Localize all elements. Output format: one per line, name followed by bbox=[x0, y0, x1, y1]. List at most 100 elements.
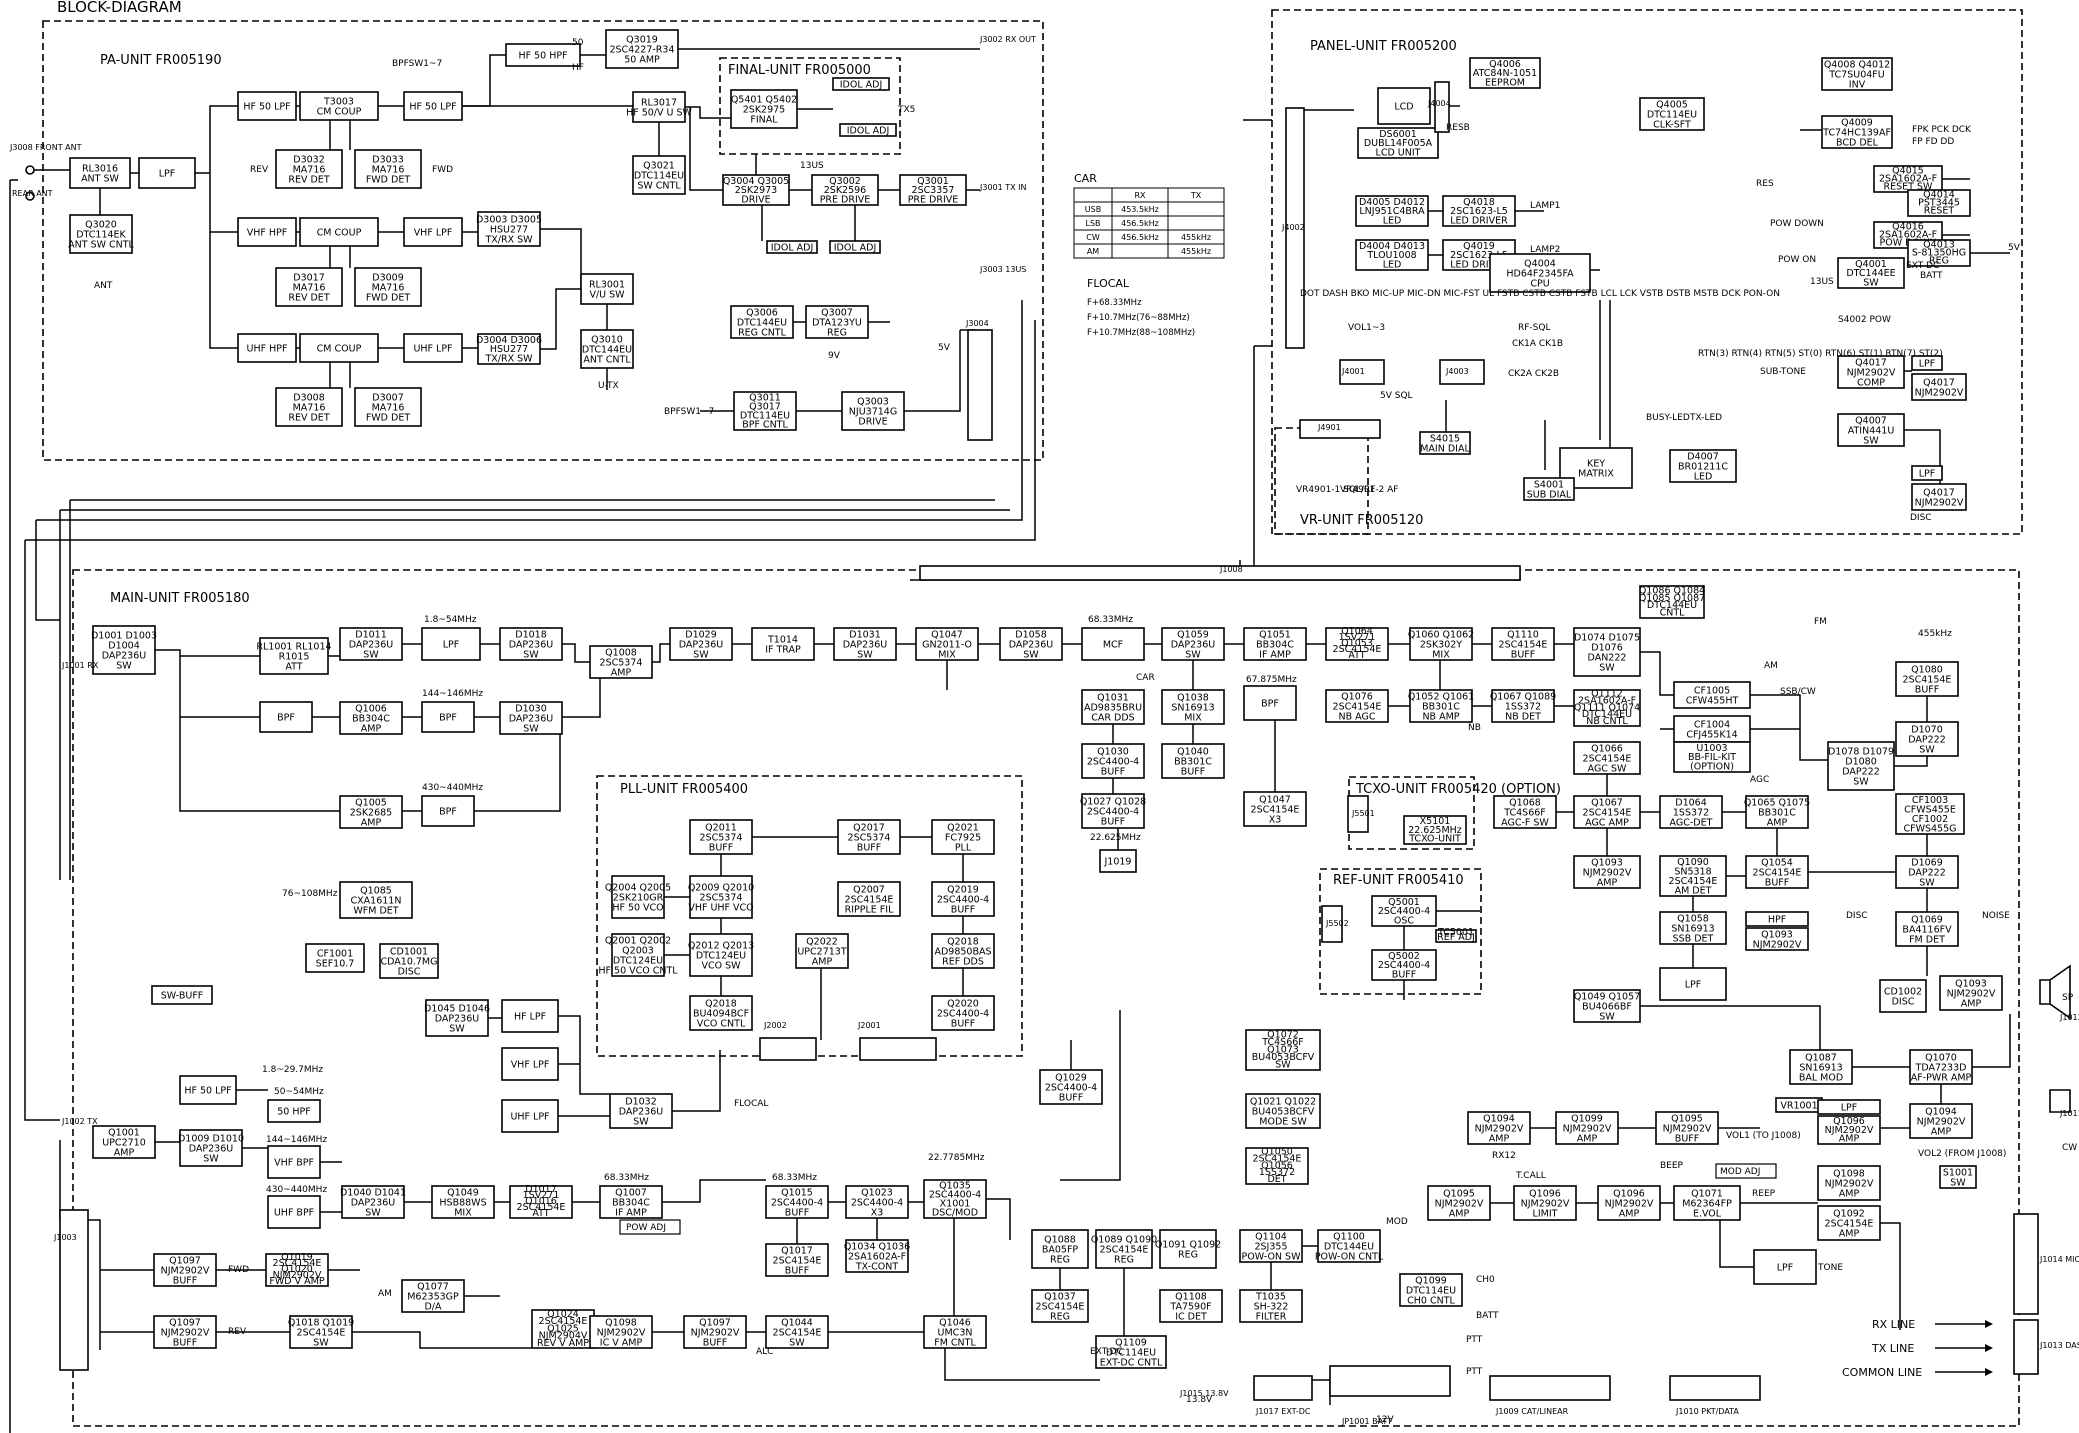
block-text: Q2018 bbox=[705, 998, 737, 1009]
block-text: REG bbox=[1178, 1249, 1198, 1260]
block-text: 2SC4154E bbox=[773, 1255, 822, 1266]
annotation-main-sp: SP bbox=[2062, 993, 2074, 1003]
annotation-pa-bpfsw2: BPFSW1~7 bbox=[664, 407, 714, 417]
final-unit-label: FINAL-UNIT FR005000 bbox=[728, 63, 871, 78]
block-frame bbox=[153, 1253, 217, 1287]
connector-label: J4901 bbox=[1317, 423, 1341, 432]
block-text: CFW455HT bbox=[1686, 695, 1739, 706]
block-frame bbox=[354, 387, 422, 427]
block-text: Q2020 bbox=[947, 998, 979, 1009]
annotation-main-fm: FM bbox=[1814, 617, 1827, 627]
block-text: IDOL ADJ bbox=[834, 242, 877, 253]
signal-wire bbox=[662, 1179, 766, 1203]
legend-rx: RX LINE bbox=[1872, 1318, 1915, 1331]
block-frame bbox=[401, 1279, 465, 1313]
connector-j2002 bbox=[759, 1037, 817, 1061]
block-frame bbox=[1403, 815, 1467, 845]
annotation-mod-adj: MOD ADJ bbox=[1720, 1167, 1760, 1177]
block-m-j1019: J1019 bbox=[1099, 849, 1137, 873]
block-text: CF1005 bbox=[1694, 685, 1730, 696]
block-frame bbox=[421, 701, 475, 733]
block-text: AMP bbox=[114, 1147, 135, 1158]
block-frame bbox=[689, 819, 753, 855]
block-text: LPF bbox=[1777, 1262, 1794, 1273]
block-frame bbox=[689, 875, 753, 919]
block-text: HF 50 HPF bbox=[518, 50, 567, 61]
block-m-vhfbpf: VHF BPF bbox=[267, 1145, 321, 1179]
block-text: DAP236U bbox=[509, 713, 554, 724]
block-text: Q1085 bbox=[360, 885, 392, 896]
signal-wire bbox=[36, 300, 1023, 521]
block-frame bbox=[833, 627, 897, 661]
car-table-cell bbox=[1167, 243, 1225, 259]
block-text: SW bbox=[1863, 435, 1879, 446]
block-frame bbox=[1879, 979, 1927, 1013]
block-frame bbox=[1573, 855, 1641, 889]
block-text: 2SC5374 bbox=[700, 892, 743, 903]
block-text: BR01211C bbox=[1678, 461, 1728, 472]
flocal-title: FLOCAL bbox=[1087, 277, 1130, 290]
legend-common: COMMON LINE bbox=[1842, 1366, 1922, 1379]
annotation-pan-5v: 5V bbox=[2008, 243, 2021, 253]
block-text: DAP236U bbox=[843, 639, 888, 650]
connector-label: J4004 bbox=[1427, 99, 1451, 108]
block-frame bbox=[1245, 1029, 1321, 1071]
block-text: MA716 bbox=[372, 282, 405, 293]
annotation-pa-5v: 5V bbox=[938, 343, 951, 353]
block-text: REV DET bbox=[288, 412, 329, 423]
block-frame bbox=[421, 795, 475, 827]
annotation-mhz-1: 1.8~54MHz bbox=[424, 615, 477, 625]
block-text: LED DRIVER bbox=[1450, 259, 1508, 270]
block-frame bbox=[1873, 165, 1943, 193]
block-text: Q1027 Q1028 bbox=[1080, 796, 1146, 807]
block-text: Q1104 bbox=[1255, 1231, 1287, 1242]
block-text: 2SC4154E bbox=[517, 1202, 566, 1213]
block-text: SW bbox=[1275, 1060, 1291, 1071]
block-fin-idol1: IDOL ADJ bbox=[832, 77, 890, 91]
block-m-vr1001: VR1001 bbox=[1775, 1097, 1823, 1113]
block-text: REV V AMP bbox=[537, 1338, 589, 1349]
block-text: 22.625MHz bbox=[1408, 825, 1462, 836]
block-text: IC V AMP bbox=[600, 1337, 643, 1348]
block-text: BB301C bbox=[1174, 756, 1212, 767]
signal-wire bbox=[652, 643, 670, 663]
block-text: Q3021 bbox=[643, 160, 675, 171]
signal-wire bbox=[1060, 1010, 1121, 1181]
block-text: AMP bbox=[1839, 1228, 1860, 1239]
block-text: DAP222 bbox=[1908, 734, 1946, 745]
block-text: SN16913 bbox=[1171, 702, 1214, 713]
block-frame bbox=[811, 174, 879, 206]
annotation-mhz-13: 68.33MHz bbox=[604, 1173, 649, 1183]
block-text: HF 50 LPF bbox=[184, 1085, 231, 1096]
block-text: DTC114EU bbox=[634, 170, 684, 181]
block-text: Q1070 bbox=[1925, 1052, 1957, 1063]
block-text: D1001 D1003 bbox=[91, 630, 157, 641]
block-text: SW bbox=[633, 1116, 649, 1127]
block-text: 2SC5374 bbox=[600, 657, 643, 668]
annotation-main-ptt2: PTT bbox=[1466, 1335, 1483, 1345]
block-text: D1032 bbox=[625, 1096, 657, 1107]
block-text: SW bbox=[857, 649, 873, 660]
block-frame bbox=[899, 174, 967, 206]
block-text: 2SA1602A-F bbox=[1879, 174, 1937, 185]
block-text: TX/RX SW bbox=[484, 234, 533, 245]
block-frame bbox=[1573, 741, 1641, 775]
block-text: NJM2902V bbox=[691, 1327, 740, 1338]
block-text: EXT-DC CNTL bbox=[1100, 1357, 1163, 1368]
diagram-title: BLOCK-DIAGRAM bbox=[57, 0, 182, 16]
block-text: Q1095 bbox=[1443, 1188, 1475, 1199]
block-m-bpf2: BPF bbox=[421, 701, 475, 733]
block-pa-lpf1: HF 50 LPF bbox=[237, 91, 297, 121]
connector-label: JP1001 BATT bbox=[1341, 1417, 1392, 1426]
block-text: Q1024 bbox=[547, 1309, 579, 1320]
block-frame bbox=[1419, 431, 1471, 455]
connector-j4001 bbox=[1339, 359, 1385, 385]
